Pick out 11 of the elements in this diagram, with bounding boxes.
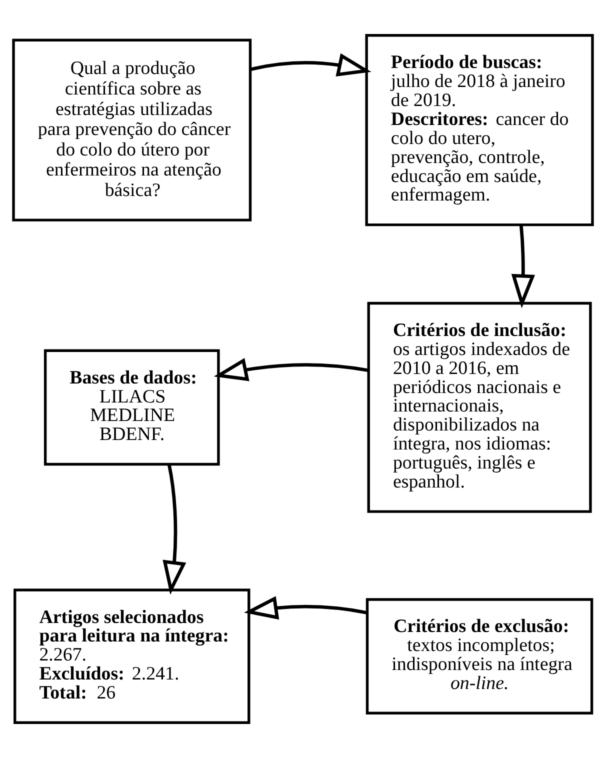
arrow (214, 358, 369, 382)
node-box: Qual a produção científica sobre as estratégias utilizadas para prevenção do câncer do colo do útero por enfermeiros na atenção básica? (12, 38, 252, 222)
arrow (244, 596, 368, 620)
node-box: Critérios de exclusão: textos incompletos; indisponíveis na íntegra on-line. (366, 598, 594, 714)
arrow (511, 224, 535, 308)
node-box: Período de buscas: julho de 2018 à janeiro de 2019. Descritores: cancer do colo do utero, prevenção, controle, educação em saúde, enfermagem. (365, 34, 594, 226)
node-box: Critérios de inclusão: os artigos indexados de 2010 a 2016, em periódicos nacionais e internacionais, disponibilizados na íntegra, nos idiomas: português, inglês e espanhol. (367, 302, 592, 513)
arrow (162, 464, 186, 595)
node-box: Bases de dados: LILACS MEDLINE BDENF. (44, 349, 220, 466)
arrow (250, 53, 372, 76)
node-box: Artigos selecionados para leitura na íntegra: 2.267. Excluídos: 2.241. Total: 26 (14, 588, 250, 724)
